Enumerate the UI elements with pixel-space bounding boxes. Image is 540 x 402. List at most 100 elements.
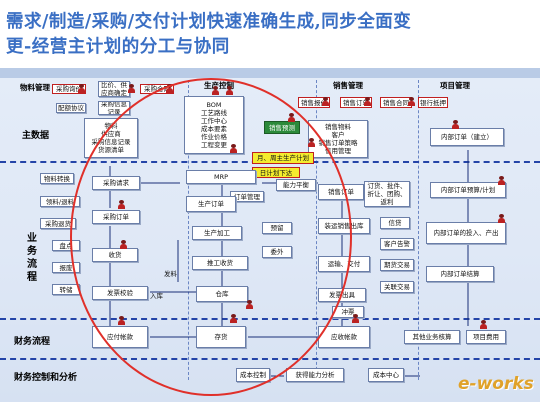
- person-icon-body: [408, 101, 415, 106]
- box-inventory-count: 盘点: [52, 240, 80, 251]
- box-md-sales-line: 信用管理: [325, 147, 351, 155]
- box-quota-agreement: 配额协议: [56, 103, 86, 113]
- title-line-1: 需求/制造/采购/交付计划快速准确生成,同步全面变: [6, 12, 412, 32]
- box-md-sales-line: 销售物料: [325, 123, 351, 131]
- person-icon-head: [499, 176, 504, 180]
- box-order-invest: 内部订单的投入、产出: [426, 222, 506, 244]
- person-icon: [118, 200, 125, 209]
- person-icon-head: [231, 314, 236, 318]
- row-master-data: 主数据: [22, 131, 50, 141]
- person-icon-body: [246, 304, 253, 309]
- person-icon: [78, 84, 85, 93]
- box-purchase-order: 采购订单: [92, 210, 140, 224]
- box-sales-sub: 订货、批件、折让、团购、返利: [364, 181, 410, 207]
- person-icon: [212, 86, 219, 95]
- person-icon: [498, 214, 505, 223]
- box-payable: 应付帐款: [92, 326, 148, 348]
- person-icon-head: [231, 144, 236, 148]
- person-icon-body: [322, 101, 329, 106]
- person-icon: [166, 84, 173, 93]
- person-icon: [452, 120, 459, 129]
- note-issue: 发料: [164, 270, 177, 278]
- row-divider-2: [0, 318, 540, 320]
- box-bom-line: 成本要素: [201, 125, 227, 133]
- box-transfer: 转储: [52, 284, 80, 295]
- person-icon-body: [364, 101, 371, 106]
- box-billing: 发票出具: [318, 288, 366, 302]
- box-stock: 存货: [196, 326, 246, 348]
- box-production-order: 生产订单: [186, 196, 236, 212]
- box-dispatch: 日计划下达: [252, 167, 300, 178]
- brand-logo: e-works: [458, 374, 534, 394]
- person-icon: [128, 84, 135, 93]
- box-prepay: 预留: [262, 222, 292, 234]
- box-bank-guarantee: 银行抵押: [418, 97, 448, 108]
- note-into-stock: 入库: [150, 292, 163, 300]
- person-icon-head: [353, 314, 358, 318]
- person-icon: [230, 144, 237, 153]
- box-vendor-quote: 比价、供应商确定: [98, 81, 130, 97]
- box-bom-line: BOM: [206, 101, 222, 109]
- box-outsource: 委外: [262, 246, 292, 258]
- box-bom-line: 工艺路线: [201, 109, 227, 117]
- box-customer-complaint: 客户告警: [380, 238, 414, 250]
- person-icon-body: [498, 180, 505, 185]
- person-icon-head: [309, 138, 314, 142]
- person-icon-head: [499, 214, 504, 218]
- row-business-flow: 业务流程: [26, 232, 38, 284]
- col-project: 项目管理: [440, 81, 470, 90]
- title-line-2: 更-经营主计划的分工与协同: [6, 37, 230, 57]
- person-icon-body: [78, 88, 85, 93]
- person-icon-body: [480, 324, 487, 329]
- person-icon-body: [166, 88, 173, 93]
- person-icon-body: [352, 318, 359, 323]
- person-icon-body: [308, 142, 315, 147]
- box-md-sales-line: 客户: [331, 131, 345, 139]
- box-purchase-inquiry: 采购询价: [52, 84, 86, 94]
- col-production: 生产控制: [204, 81, 234, 90]
- box-cost-center: 成本中心: [368, 368, 404, 382]
- box-bom-line: 工程变更: [201, 141, 227, 149]
- box-bom-line: 工作中心: [201, 117, 227, 125]
- box-sales-order: 销售订单: [318, 184, 364, 200]
- col-divider-3: [418, 80, 419, 380]
- person-icon-head: [365, 97, 370, 101]
- person-icon-head: [323, 97, 328, 101]
- person-icon-head: [289, 113, 294, 117]
- person-icon: [408, 97, 415, 106]
- box-md-sales-line: 销售订单策略: [318, 139, 358, 147]
- box-sales-order-top: 销售订单: [340, 97, 372, 108]
- person-icon-body: [120, 244, 127, 249]
- person-icon: [480, 320, 487, 329]
- person-icon-body: [128, 88, 135, 93]
- person-icon-head: [79, 84, 84, 88]
- box-write-off: 冲票: [332, 306, 364, 318]
- box-md-material-line: 货源清单: [98, 146, 124, 154]
- box-period-trade: 期货交易: [380, 259, 414, 271]
- box-invoice-verify: 发票校验: [92, 286, 148, 300]
- person-icon-body: [230, 148, 237, 153]
- box-goods-receipt: 收货: [92, 248, 138, 262]
- person-icon-head: [409, 97, 414, 101]
- col-materials: 物料管理: [20, 83, 50, 92]
- box-receipt-return: 领料/退料: [40, 196, 80, 207]
- box-capacity: 能力平衡: [276, 179, 316, 191]
- person-icon-body: [118, 320, 125, 325]
- box-mps: 月、周主生产计划: [252, 152, 314, 164]
- person-icon-head: [129, 84, 134, 88]
- person-icon-head: [167, 84, 172, 88]
- person-icon-head: [213, 86, 218, 90]
- person-icon-head: [453, 120, 458, 124]
- person-icon-body: [230, 318, 237, 323]
- box-shipment: 运输、交付: [318, 256, 370, 272]
- box-related-trade: 关联交易: [380, 281, 414, 293]
- box-internal-order: 内部订单（建立）: [430, 128, 504, 146]
- box-purchase-req: 采购请求: [92, 176, 140, 190]
- col-sales: 销售管理: [333, 81, 363, 90]
- box-md-material-line: 供应商: [101, 130, 121, 138]
- box-md-material-line: 物料: [104, 122, 118, 130]
- box-prod-receipt: 推工收货: [192, 256, 248, 270]
- person-icon-head: [119, 316, 124, 320]
- person-icon-body: [452, 124, 459, 129]
- person-icon-body: [212, 90, 219, 95]
